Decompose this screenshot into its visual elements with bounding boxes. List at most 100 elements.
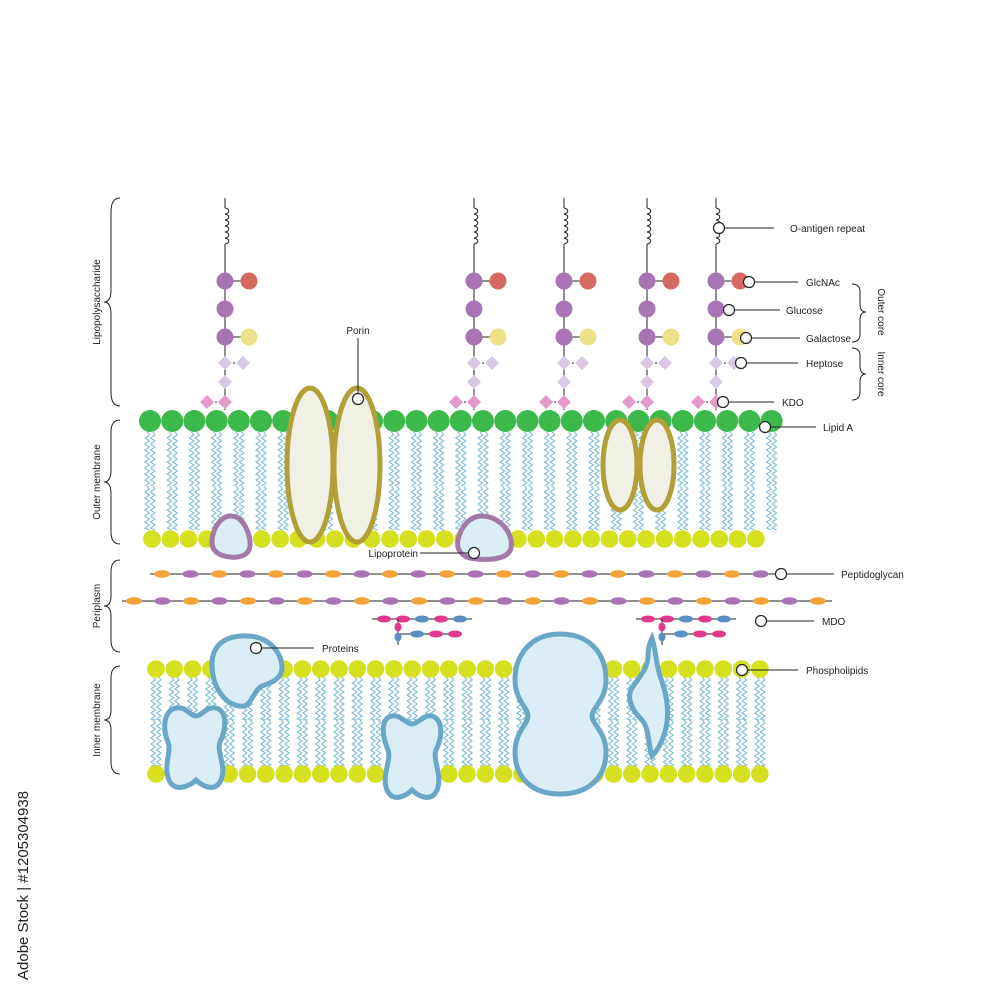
mdo-unit	[453, 615, 467, 623]
phospholipid-head	[348, 660, 367, 678]
lipid-tail	[282, 485, 290, 531]
lipid-tail	[565, 485, 573, 531]
o-antigen-repeat	[224, 207, 230, 245]
glycan-unit	[468, 597, 484, 605]
phospholipid-head	[257, 765, 275, 783]
porin-small-left	[600, 417, 640, 513]
glcnac-residue	[579, 272, 597, 290]
kdo-residue	[622, 395, 636, 409]
lipid-tail	[699, 431, 706, 487]
mdo-unit	[712, 630, 726, 638]
lipid-tail	[503, 719, 511, 767]
section-label-lps: Lipopolysaccharide	[92, 259, 103, 345]
kdo-residue	[691, 395, 705, 409]
phospholipid-head	[677, 660, 696, 678]
peptidoglycan-strand	[150, 570, 778, 578]
mdo-unit	[377, 615, 391, 623]
phospholipid-head	[641, 765, 659, 783]
glucose-residue	[216, 328, 234, 346]
lipid-tail	[717, 719, 725, 767]
lipid-tail	[587, 485, 595, 531]
glucose-residue	[707, 328, 725, 346]
phospholipid-head	[494, 765, 513, 783]
lipid-tail	[485, 719, 492, 767]
lipid-tail	[228, 719, 236, 767]
phospholipid-head	[728, 530, 747, 548]
lipid-tail	[283, 719, 291, 767]
phospholipid-head	[440, 660, 458, 678]
glycan-unit	[610, 570, 626, 578]
lipid-tail	[454, 431, 462, 487]
phospholipid-head	[436, 530, 454, 548]
glycan-unit	[325, 597, 342, 605]
membrane-proteins	[162, 385, 677, 800]
section-label-periplasm: Periplasm	[92, 584, 103, 628]
glycan-unit	[496, 597, 513, 605]
glcnac-residue	[707, 272, 725, 290]
lipid-tail	[223, 719, 230, 767]
glycan-unit	[325, 570, 341, 578]
phospholipid-head	[311, 765, 330, 783]
phospholipid-head	[751, 660, 769, 678]
lipid-tail	[625, 719, 633, 767]
phospholipid-head	[476, 660, 495, 678]
lipid-tail	[698, 676, 706, 721]
lipid-tail	[722, 676, 730, 721]
outer-core-label: Outer core	[875, 288, 886, 336]
lipid-tail	[314, 676, 322, 721]
glycan-unit	[781, 597, 798, 605]
glycan-unit	[211, 570, 227, 578]
lipid-tail	[502, 676, 510, 721]
lipid-tail	[338, 719, 346, 767]
lipid-tail	[497, 719, 505, 767]
lipid-tail	[369, 719, 377, 767]
glycan-unit	[752, 570, 769, 578]
callout-glucose: Glucose	[722, 303, 823, 317]
glycan-unit	[553, 570, 569, 578]
phospholipid-head	[403, 660, 422, 678]
glycan-unit	[126, 597, 142, 605]
phospholipid-head	[637, 530, 655, 548]
lipid-tail	[607, 676, 614, 721]
protein-diamond	[627, 631, 671, 761]
lipid-tail	[726, 485, 734, 531]
label-galactose: Galactose	[806, 334, 851, 345]
callout-porin: Porin	[346, 326, 370, 406]
lipid-tail	[699, 719, 706, 767]
mdo-unit	[448, 630, 462, 638]
callout-lipid-a: Lipid A	[758, 420, 853, 434]
glycan-unit	[353, 570, 370, 578]
glcnac-residue	[489, 272, 507, 290]
lipid-tail	[393, 431, 401, 487]
mdo-unit	[679, 615, 693, 623]
phospholipid-head	[623, 765, 641, 783]
lipid-tail	[254, 485, 262, 531]
lipid-tail	[482, 431, 489, 487]
lipid-tail	[149, 676, 157, 721]
callout-kdo: KDO	[716, 395, 804, 409]
glucose-residue	[638, 300, 656, 318]
lipid-tail	[432, 485, 439, 531]
label-phospholipids: Phospholipids	[806, 666, 868, 677]
lipid-tail	[277, 676, 285, 721]
phospholipid-head	[545, 530, 564, 548]
lipid-tail	[333, 719, 340, 767]
phospholipid-head	[714, 660, 733, 678]
lipid-tail	[375, 719, 382, 767]
phospholipid-head	[659, 765, 678, 783]
lipid-tail	[704, 485, 711, 531]
lipid-tail	[680, 719, 688, 767]
glycan-unit	[467, 570, 484, 578]
galactose-residue	[579, 328, 597, 346]
lipid-tail	[188, 431, 195, 487]
glycan-unit	[154, 597, 171, 605]
brace-inner-membrane: Inner membrane	[92, 665, 121, 775]
lipid-tail	[438, 485, 445, 531]
lipid-tail	[521, 485, 528, 531]
lipid-tail	[743, 431, 750, 487]
callout-peptidoglycan: Peptidoglycan	[774, 567, 904, 581]
callout-proteins: Proteins	[249, 641, 359, 655]
kdo-residue	[467, 395, 481, 409]
lipid-tail	[753, 719, 761, 767]
mdo-molecule	[636, 615, 736, 645]
